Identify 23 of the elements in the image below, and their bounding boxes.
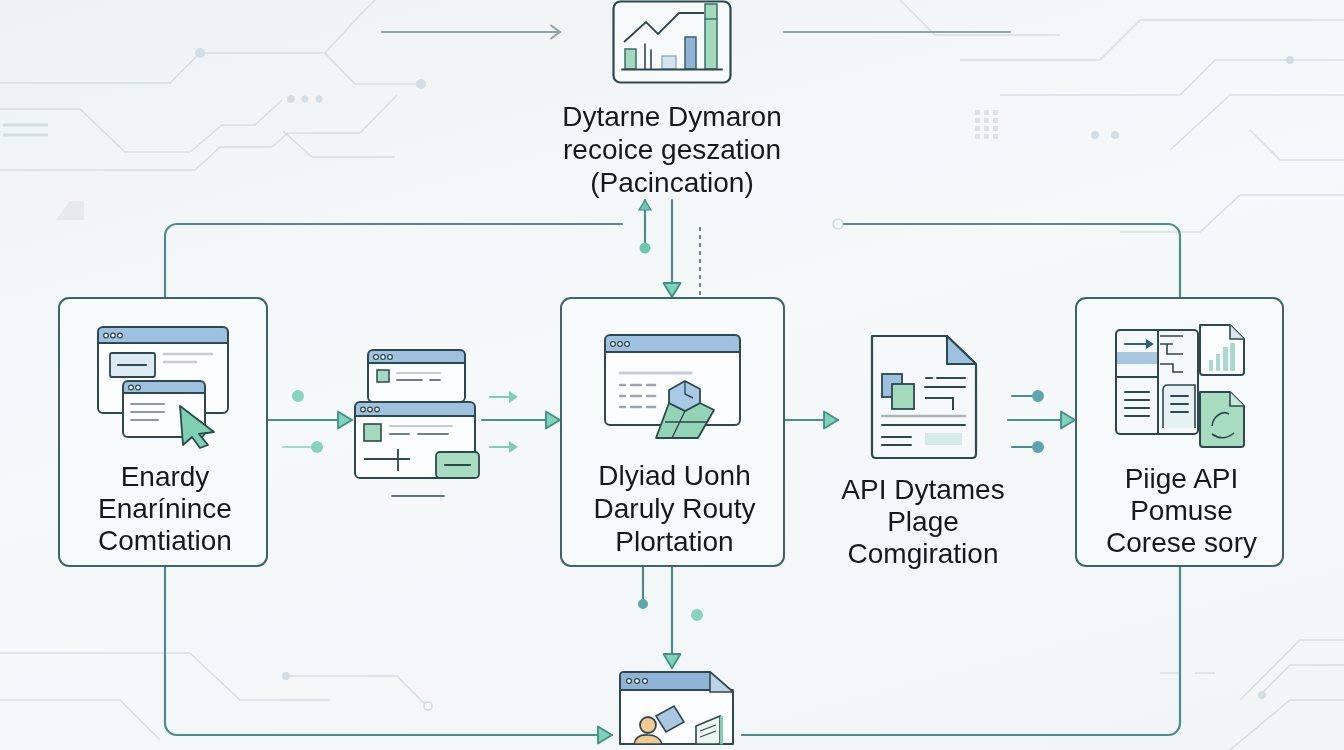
flow-arrow — [662, 565, 682, 670]
process-box — [58, 297, 268, 567]
connector-line — [842, 222, 1182, 299]
connector-line — [638, 565, 648, 609]
connector-line — [740, 565, 1182, 737]
flow-arrow — [163, 565, 614, 745]
node-label: Dytarne Dymaron recoice geszation (Pacincation) — [561, 100, 783, 199]
flow-arrow — [783, 410, 840, 430]
flow-arrow — [266, 410, 354, 430]
node-label: API Dytames Plage Comgiration — [840, 474, 1006, 570]
process-box — [1075, 297, 1284, 567]
flow-arrow — [1006, 410, 1077, 430]
flow-arrow — [662, 198, 682, 299]
flow-arrow — [480, 410, 562, 430]
node-label: Piige API Pomuse Corese sory — [1105, 463, 1258, 559]
stacked-windows-icon — [352, 348, 482, 500]
connector-line — [782, 30, 1012, 34]
flow-arrow — [638, 198, 652, 254]
flow-arrow — [380, 24, 562, 40]
connector-line — [163, 222, 624, 299]
node-label: Enardy Enarínince Comtiation — [97, 461, 233, 557]
process-box — [560, 297, 785, 567]
node-label: Dlyiad Uonh Daruly Routy Plortation — [592, 459, 757, 558]
